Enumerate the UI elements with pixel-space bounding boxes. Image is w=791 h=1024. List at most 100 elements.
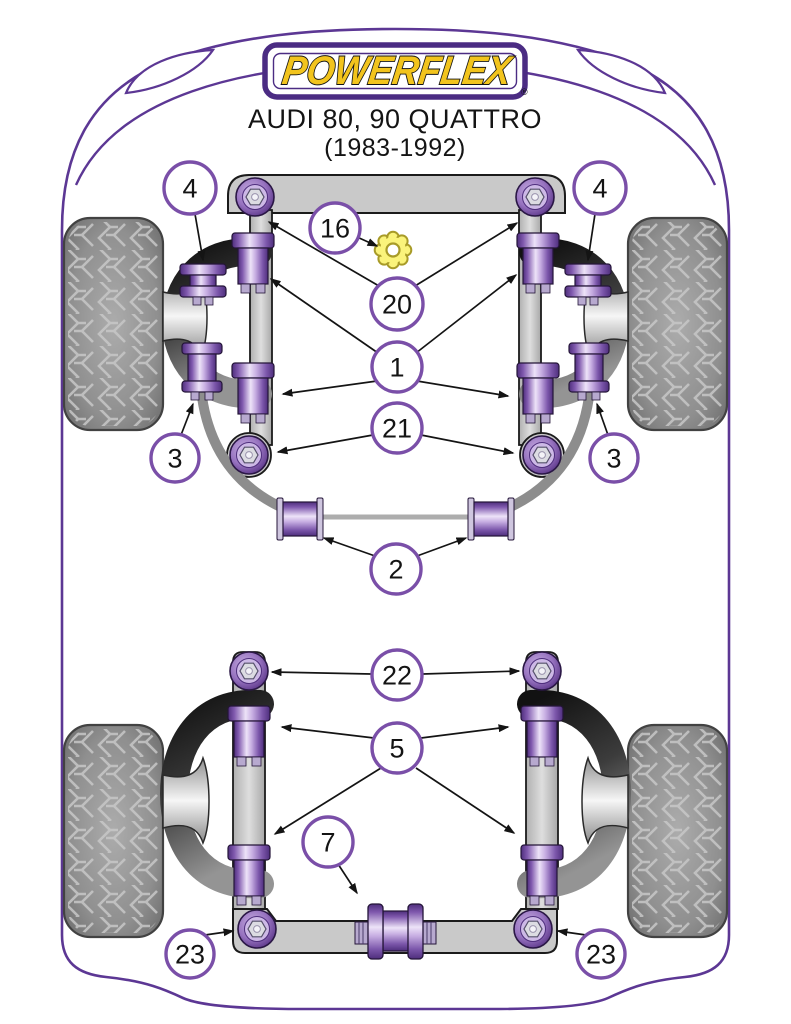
callout-16-arrow — [356, 236, 379, 247]
callout-2-arrow — [322, 537, 376, 557]
callout-21-arrow — [276, 434, 374, 455]
rear-right-hub — [581, 755, 629, 846]
callout-23-arrow — [204, 928, 235, 937]
rear-crossmember-bushing-right — [513, 909, 553, 949]
callout-5-arrow — [280, 724, 375, 739]
vehicle-title: AUDI 80, 90 QUATTRO — [248, 104, 542, 134]
callout-circle — [370, 721, 424, 775]
front-right-tire — [626, 216, 729, 432]
callout-number: 22 — [382, 661, 412, 691]
front-crossmember-bar — [227, 174, 566, 214]
callout-number: 4 — [592, 174, 607, 204]
callout-1-arrow — [416, 380, 510, 399]
front-lower-arm-bushing-left — [181, 342, 223, 401]
callout-circle — [370, 401, 424, 455]
front-wishbone-bushing-lower-left — [231, 362, 275, 424]
callout-number: 4 — [182, 174, 197, 204]
front-lower-arm-bushing-right — [568, 342, 610, 401]
anti-roll-bar-bushing-left — [276, 497, 324, 541]
callout-5-arrow — [415, 767, 516, 834]
callout-number: 1 — [389, 353, 404, 383]
logo-inner-line — [272, 52, 518, 90]
callout-number: 3 — [606, 444, 621, 474]
front-wishbone-bushing-lower-right — [516, 362, 560, 424]
front-subframe — [161, 174, 630, 541]
callout-3-arrow — [596, 402, 609, 436]
callout-4-arrow — [194, 213, 206, 262]
callout-circle — [149, 432, 201, 484]
callout-21-5: 21 — [370, 401, 424, 455]
callout-arrows-layer — [180, 213, 609, 937]
callout-4-arrow — [585, 213, 596, 262]
left-pillar-shape — [124, 48, 216, 95]
callout-circle — [369, 542, 423, 596]
rear-arm-bushing-upper-left — [227, 705, 271, 767]
rear-diff-mount-bushing — [354, 903, 437, 960]
rear-left-tire — [62, 723, 165, 939]
right-pillar-shape — [575, 48, 667, 95]
callout-23-arrow — [556, 928, 587, 937]
callout-number: 21 — [382, 414, 412, 444]
front-wishbone-bushing-upper-left — [231, 232, 275, 294]
callout-7-arrow — [337, 863, 358, 895]
callout-number: 20 — [382, 290, 412, 320]
front-subframe-front-bushing-right — [515, 177, 555, 217]
callout-circle — [162, 160, 218, 216]
callout-3-7: 3 — [588, 432, 640, 484]
anti-roll-bar-bushing-right — [467, 497, 515, 541]
rear-right-tire — [626, 723, 729, 939]
rear-arm-bushing-upper-right — [520, 705, 564, 767]
callout-1-arrow — [415, 274, 518, 354]
callout-number: 3 — [167, 444, 182, 474]
front-subframe-rear-bushing-right — [522, 435, 562, 475]
rear-crossmember-bushing-left — [237, 909, 277, 949]
callout-number: 16 — [320, 214, 350, 244]
callout-1-4: 1 — [370, 340, 424, 394]
rear-arm-bushing-lower-right — [520, 844, 564, 906]
rear-subframe — [159, 651, 632, 960]
callout-22-9: 22 — [370, 648, 424, 702]
callout-3-6: 3 — [149, 432, 201, 484]
front-left-tire — [62, 216, 165, 432]
callout-23-13: 23 — [575, 928, 627, 980]
callout-2-arrow — [416, 537, 468, 557]
rear-subframe-front-bushing-right — [522, 651, 562, 691]
callout-7-11: 7 — [301, 815, 355, 869]
callout-circle — [301, 815, 355, 869]
callout-number: 23 — [586, 940, 616, 970]
callout-20-arrow — [267, 221, 380, 287]
callout-4-1: 4 — [572, 160, 628, 216]
callout-1-arrow — [281, 380, 378, 397]
vehicle-years: (1983-1992) — [324, 134, 466, 162]
callout-number: 7 — [320, 828, 335, 858]
logo-registered-mark: ® — [521, 87, 528, 97]
callout-2-8: 2 — [369, 542, 423, 596]
callout-circle — [370, 648, 424, 702]
callout-circle — [164, 928, 216, 980]
callout-20-3: 20 — [369, 276, 425, 332]
callout-circle — [369, 276, 425, 332]
rear-arm-bushing-lower-left — [227, 844, 271, 906]
callout-4: 4 — [162, 160, 218, 216]
callout-16-2: 16 — [308, 201, 362, 255]
callout-circle — [588, 432, 640, 484]
callout-circle — [308, 201, 362, 255]
callout-23-12: 23 — [164, 928, 216, 980]
callout-22-arrow — [422, 667, 521, 676]
logo-text: POWERFLEX — [280, 48, 516, 93]
callout-number: 23 — [175, 940, 205, 970]
callout-number: 2 — [388, 555, 403, 585]
callout-3-arrow — [180, 402, 194, 436]
callout-5-10: 5 — [370, 721, 424, 775]
callout-circle — [572, 160, 628, 216]
callout-5-arrow — [273, 767, 382, 835]
rear-subframe-front-bushing-left — [229, 651, 269, 691]
callout-circle — [370, 340, 424, 394]
callout-20-arrow — [414, 222, 519, 287]
front-wishbone-bushing-upper-right — [516, 232, 560, 294]
rear-left-hub — [162, 755, 210, 846]
callout-circle — [575, 928, 627, 980]
